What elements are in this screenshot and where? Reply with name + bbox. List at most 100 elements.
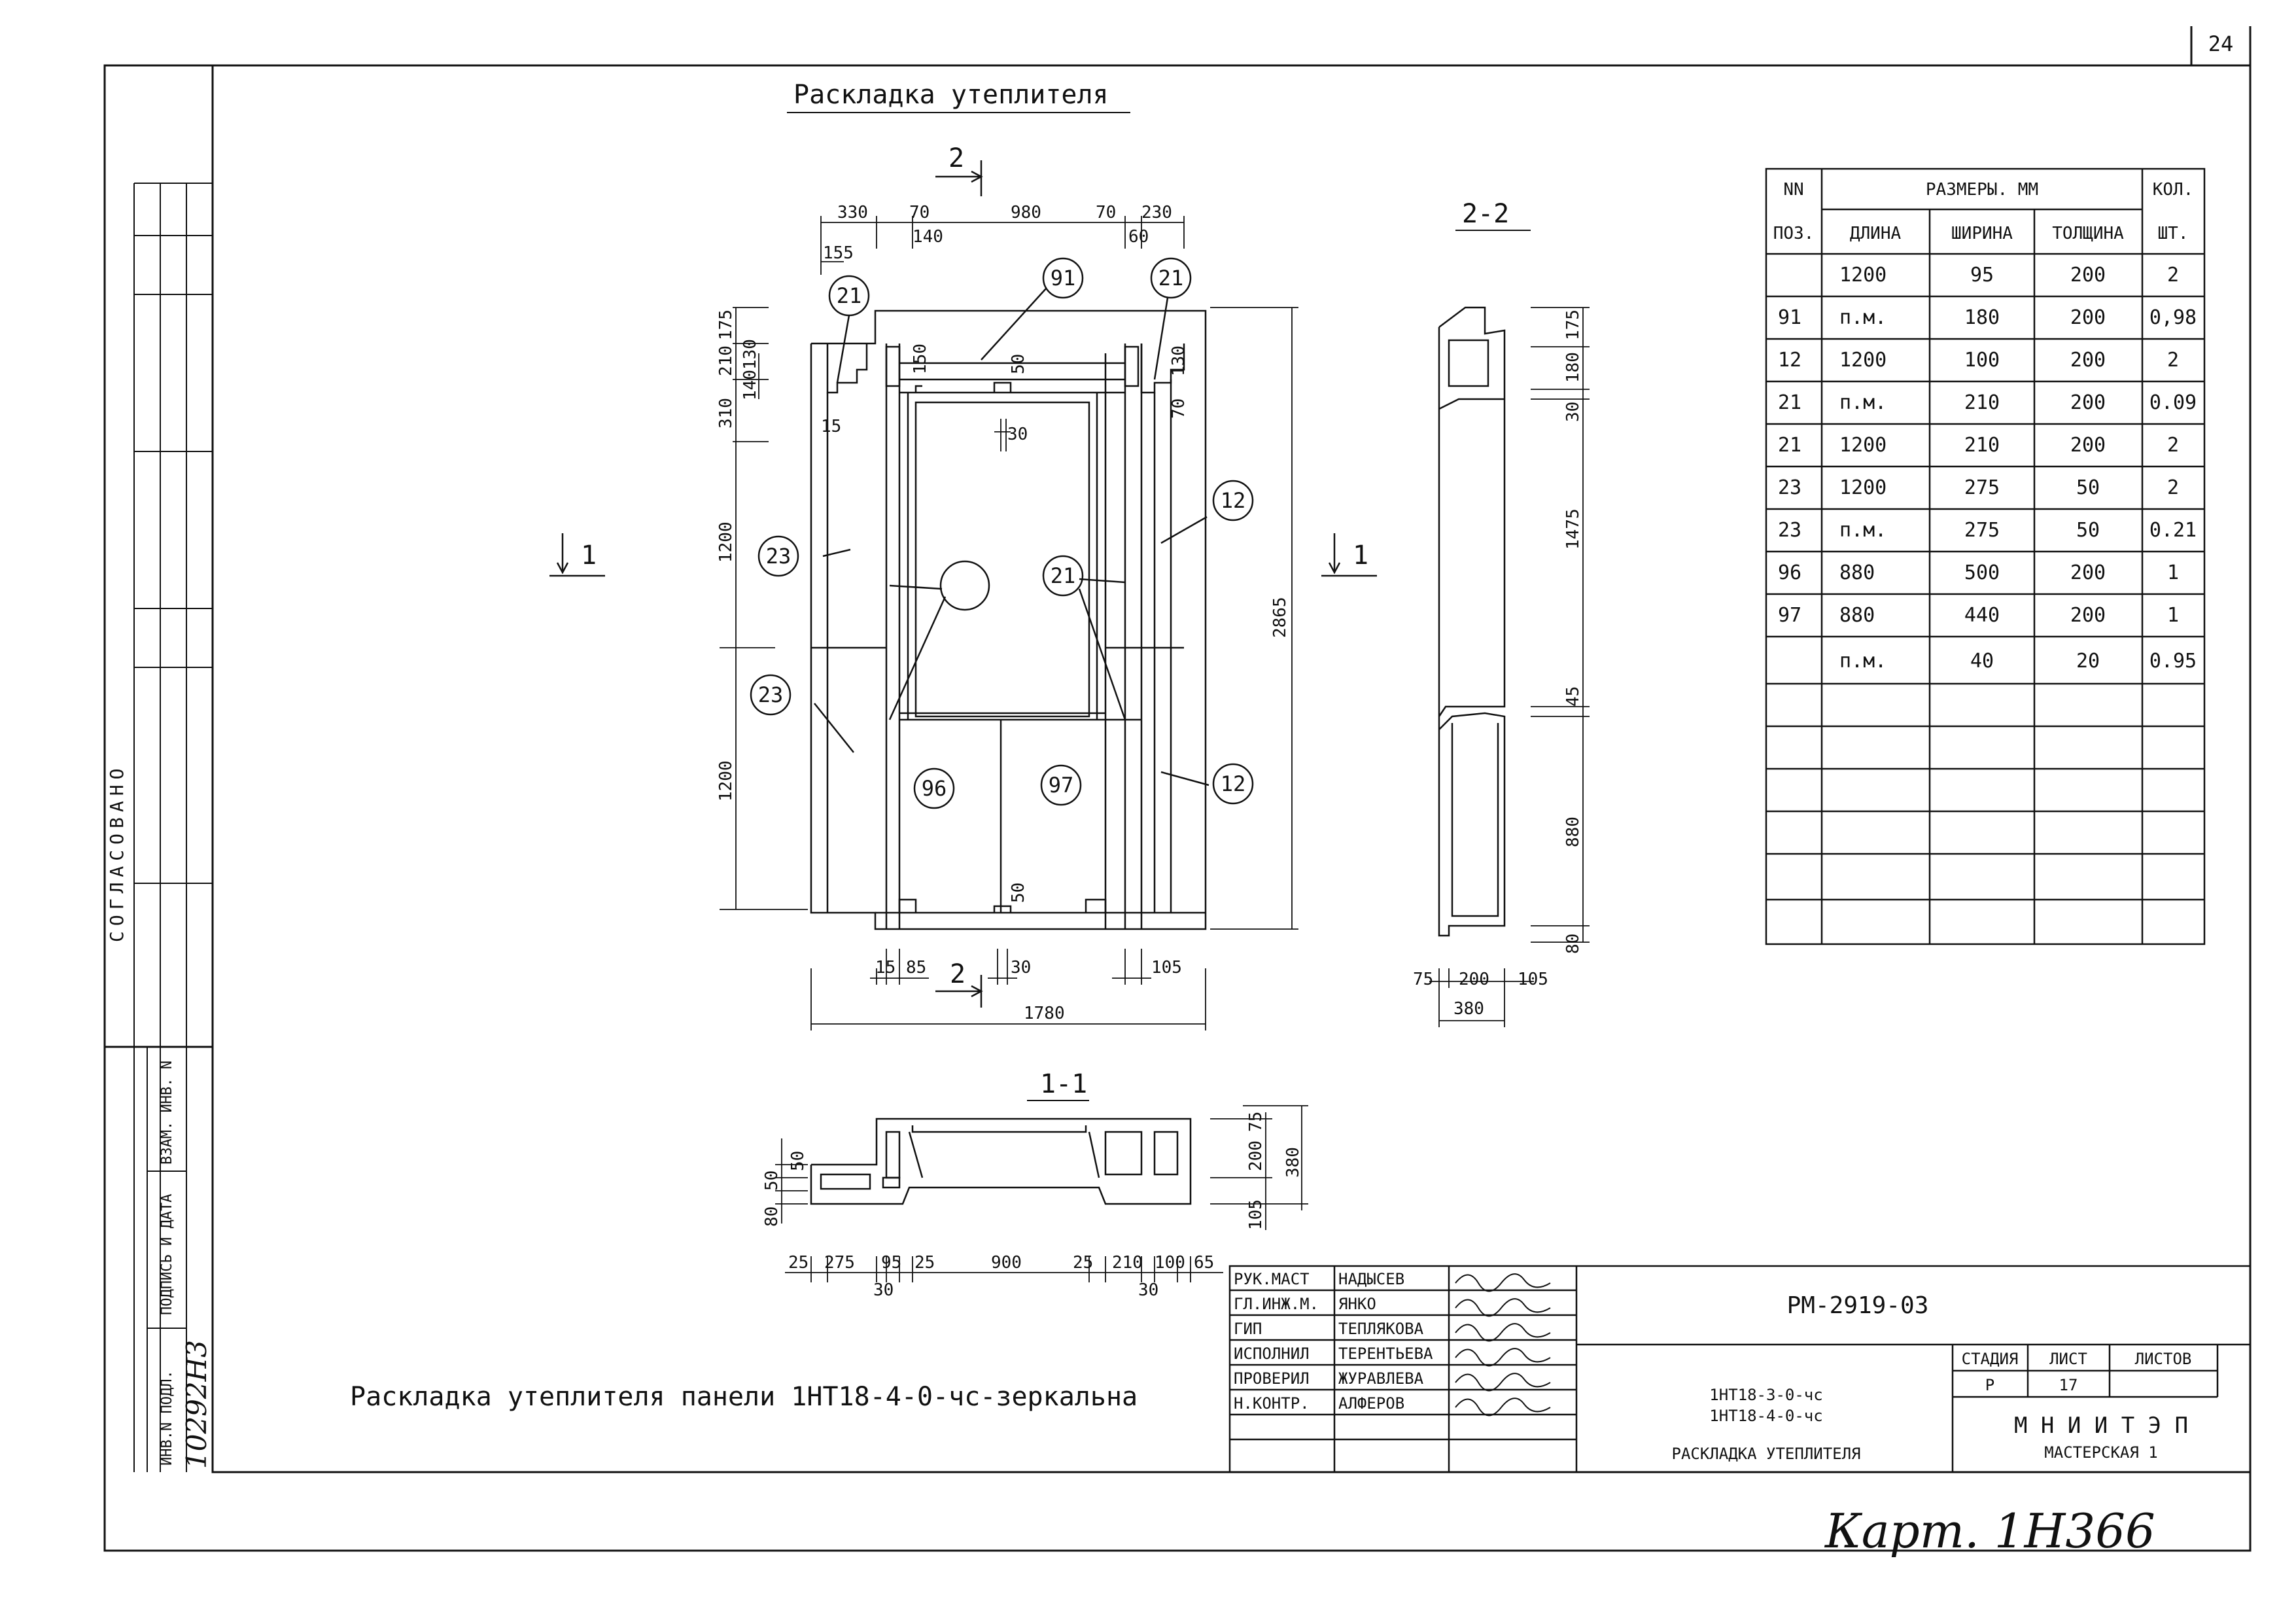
sign-date-label: ПОДПИСЬ И ДАТА bbox=[159, 1194, 175, 1315]
tb-role-4: ПРОВЕРИЛ bbox=[1234, 1369, 1310, 1388]
bubble-91: 91 bbox=[1051, 266, 1076, 291]
dim22-1475: 1475 bbox=[1563, 508, 1583, 550]
bubble-21-center: 21 bbox=[1051, 563, 1076, 588]
dim11-b210: 210 bbox=[1112, 1253, 1143, 1273]
dim11-80: 80 bbox=[762, 1206, 782, 1227]
spec-cell-r0-c3: 200 bbox=[2070, 264, 2106, 287]
bottom-caption: Раскладка утеплителя панели 1НТ18-4-0-чс… bbox=[350, 1382, 1138, 1412]
dim-155: 155 bbox=[823, 243, 854, 263]
dims-right: 2865 bbox=[1210, 307, 1298, 930]
th-qty: КОЛ. bbox=[2153, 180, 2194, 200]
spec-cell-r2-c2: 100 bbox=[1964, 349, 2000, 372]
dim22-105: 105 bbox=[1518, 970, 1548, 989]
dim-left-1200b: 1200 bbox=[716, 760, 736, 801]
section-1-1-label: 1-1 bbox=[1040, 1069, 1087, 1099]
dim-left-175: 175 bbox=[716, 309, 736, 340]
dim-70a: 70 bbox=[909, 203, 930, 222]
spec-cell-r3-c4: 0.09 bbox=[2149, 391, 2197, 414]
dim-bottom-15: 15 bbox=[875, 958, 896, 977]
stage-label: СТАДИЯ bbox=[1962, 1350, 2019, 1368]
bubble-12-b: 12 bbox=[1221, 771, 1246, 796]
tb-name-1: ЯНКО bbox=[1338, 1295, 1376, 1313]
spec-cell-r3-c3: 200 bbox=[2070, 391, 2106, 414]
dim-230: 230 bbox=[1141, 203, 1172, 222]
product-1: 1НТ18-3-0-чс bbox=[1709, 1386, 1822, 1404]
dim-bottom-85: 85 bbox=[906, 958, 926, 977]
dim11-b30b: 30 bbox=[1138, 1280, 1158, 1300]
dim22-75: 75 bbox=[1413, 970, 1433, 989]
dim-150: 150 bbox=[911, 343, 930, 374]
dim-30a: 30 bbox=[1007, 425, 1028, 444]
spec-cell-r5-c0: 23 bbox=[1778, 476, 1801, 499]
spec-cell-r6-c1: п.м. bbox=[1839, 519, 1887, 542]
dim11-b25b: 25 bbox=[914, 1253, 935, 1273]
dim22-380: 380 bbox=[1453, 999, 1484, 1019]
dim-2865: 2865 bbox=[1270, 597, 1290, 638]
dim-50a: 50 bbox=[1009, 354, 1028, 374]
dim11-b900: 900 bbox=[991, 1253, 1022, 1273]
dim11-50a: 50 bbox=[762, 1171, 782, 1191]
dim-330: 330 bbox=[837, 203, 868, 222]
spec-cell-r9-c3: 20 bbox=[2076, 650, 2100, 673]
title-block-info: РМ-2919-03 1НТ18-3-0-чс 1НТ18-4-0-чс РАС… bbox=[1672, 1292, 2192, 1463]
tb-role-0: РУК.МАСТ bbox=[1234, 1270, 1310, 1288]
spec-cell-r7-c1: 880 bbox=[1839, 561, 1875, 584]
dim-left-1200a: 1200 bbox=[716, 521, 736, 563]
dim11-b25a: 25 bbox=[788, 1253, 809, 1273]
spec-cell-r9-c2: 40 bbox=[1970, 650, 1994, 673]
th-width: ШИРИНА bbox=[1951, 224, 2013, 243]
dim11-50b: 50 bbox=[788, 1151, 808, 1171]
position-bubbles: 21 91 21 23 23 12 12 21 96 97 bbox=[750, 257, 1254, 809]
spec-cell-r7-c2: 500 bbox=[1964, 561, 2000, 584]
spec-cell-r4-c0: 21 bbox=[1778, 434, 1801, 457]
dims-bottom: 15 85 30 105 1780 bbox=[810, 949, 1206, 1030]
bubble-12-a: 12 bbox=[1221, 488, 1246, 513]
mark-2-bottom: 2 bbox=[950, 959, 965, 989]
th-sizes: РАЗМЕРЫ. ММ bbox=[1926, 180, 2038, 200]
spec-cell-r6-c3: 50 bbox=[2076, 519, 2100, 542]
bubble-97: 97 bbox=[1049, 773, 1074, 798]
handwritten-note: Карт. 1Н366 bbox=[1824, 1504, 2155, 1558]
spec-cell-r6-c0: 23 bbox=[1778, 519, 1801, 542]
dim-140: 140 bbox=[913, 227, 943, 247]
dim11-75: 75 bbox=[1246, 1112, 1266, 1132]
dim-60: 60 bbox=[1128, 227, 1149, 247]
signature-1 bbox=[1455, 1298, 1551, 1317]
stage-value: Р bbox=[1985, 1376, 1994, 1394]
spec-cell-r6-c4: 0.21 bbox=[2149, 519, 2197, 542]
workshop: МАСТЕРСКАЯ 1 bbox=[2044, 1443, 2157, 1462]
mark-1-right: 1 bbox=[1353, 540, 1368, 571]
dim11-b30a: 30 bbox=[873, 1280, 894, 1300]
dim11-b65: 65 bbox=[1194, 1253, 1214, 1273]
dim-left-140-130: 140130 bbox=[740, 339, 760, 400]
dim22-30: 30 bbox=[1563, 402, 1583, 422]
dim-50b: 50 bbox=[1009, 883, 1028, 903]
spec-cell-r0-c2: 95 bbox=[1970, 264, 1994, 287]
th-qty-unit: ШТ. bbox=[2158, 224, 2189, 243]
spec-cell-r8-c1: 880 bbox=[1839, 604, 1875, 627]
sheet-title: РАСКЛАДКА УТЕПЛИТЕЛЯ bbox=[1672, 1445, 1861, 1463]
th-pos: ПОЗ. bbox=[1773, 224, 1815, 243]
title-block bbox=[1228, 1265, 2252, 1473]
dim22-80: 80 bbox=[1563, 934, 1583, 954]
org-name: М Н И И Т Э П bbox=[2014, 1413, 2188, 1439]
section-markers: 2 2 1 1 bbox=[549, 143, 1377, 1008]
spec-cell-r4-c4: 2 bbox=[2167, 434, 2179, 457]
main-title: Раскладка утеплителя bbox=[793, 80, 1109, 110]
dim22-175: 175 bbox=[1563, 309, 1583, 340]
bubble-21-right: 21 bbox=[1158, 266, 1184, 291]
dim-980: 980 bbox=[1011, 203, 1041, 222]
dim-bottom-105: 105 bbox=[1151, 958, 1182, 977]
tb-name-5: АЛФЕРОВ bbox=[1338, 1394, 1404, 1413]
dims-2-2: 175 180 30 1475 45 880 80 75 200 105 380 bbox=[1413, 307, 1590, 1027]
spec-cell-r3-c2: 210 bbox=[1964, 391, 2000, 414]
dim-130: 130 bbox=[1169, 345, 1189, 376]
spec-cell-r0-c1: 1200 bbox=[1839, 264, 1887, 287]
product-2: 1НТ18-4-0-чс bbox=[1709, 1407, 1822, 1425]
dim11-200: 200 bbox=[1246, 1140, 1266, 1171]
dim-left-310: 310 bbox=[716, 398, 736, 429]
inv-value: 10292Н3 bbox=[181, 1340, 213, 1469]
side-strip: СОГЛАСОВАНО ИНВ.N ПОДЛ. ПОДПИСЬ И ДАТА В… bbox=[105, 183, 213, 1472]
